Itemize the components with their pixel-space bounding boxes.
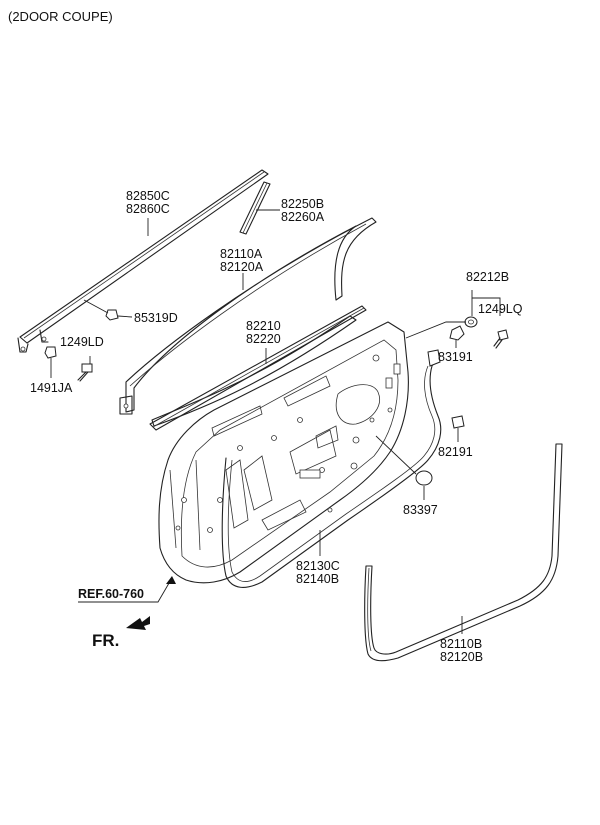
belt-trim-82250b: [239, 181, 271, 235]
label-1249ld: 1249LD: [60, 335, 104, 349]
label-82250b: 82250B: [281, 197, 324, 211]
label-85319d: 85319D: [134, 311, 178, 325]
nut-1491ja: [44, 346, 57, 359]
leader-82212b-c: [405, 321, 466, 339]
label-82860c: 82860C: [126, 202, 170, 216]
label-82260a: 82260A: [281, 210, 325, 224]
leader-85319d: [117, 315, 133, 318]
leader-83397-b: [375, 435, 417, 475]
bolt-1249lq: [493, 329, 509, 349]
grommet-82212b: [464, 316, 478, 328]
leader-ref: [78, 577, 173, 603]
pad-83397: [415, 470, 433, 486]
label-82120a: 82120A: [220, 260, 264, 274]
front-arrow-icon: [126, 616, 150, 630]
variant-title: (2DOOR COUPE): [8, 9, 113, 24]
plug-82191: [451, 415, 465, 429]
bolt-1249ld: [77, 363, 93, 382]
label-82140b: 82140B: [296, 572, 339, 586]
label-82212b: 82212B: [466, 270, 509, 284]
clip-85319d: [105, 309, 119, 321]
label-82850c: 82850C: [126, 189, 170, 203]
clip-83191: [449, 325, 465, 341]
leader-82212b: [471, 290, 501, 316]
label-82110a: 82110A: [220, 247, 263, 261]
label-82130c: 82130C: [296, 559, 340, 573]
label-82110b: 82110B: [440, 637, 482, 651]
weatherstrip-82110b: [364, 443, 563, 662]
label-83191: 83191: [438, 350, 473, 364]
ref-label[interactable]: REF.60-760: [78, 587, 144, 601]
leader-85319d-b: [83, 299, 109, 314]
weatherstrip-82130c: [221, 349, 442, 588]
label-82220: 82220: [246, 332, 281, 346]
label-82191: 82191: [438, 445, 473, 459]
label-82210: 82210: [246, 319, 281, 333]
label-83397: 83397: [403, 503, 438, 517]
belt-weatherstrip-82210: [149, 305, 367, 431]
label-1249lq: 1249LQ: [478, 302, 523, 316]
label-1491ja: 1491JA: [30, 381, 73, 395]
door-panel: [158, 321, 409, 584]
door-frame-moulding: [17, 169, 269, 353]
label-82120b: 82120B: [440, 650, 483, 664]
ref-arrow-icon: [166, 576, 176, 584]
front-direction-label: FR.: [92, 631, 119, 650]
